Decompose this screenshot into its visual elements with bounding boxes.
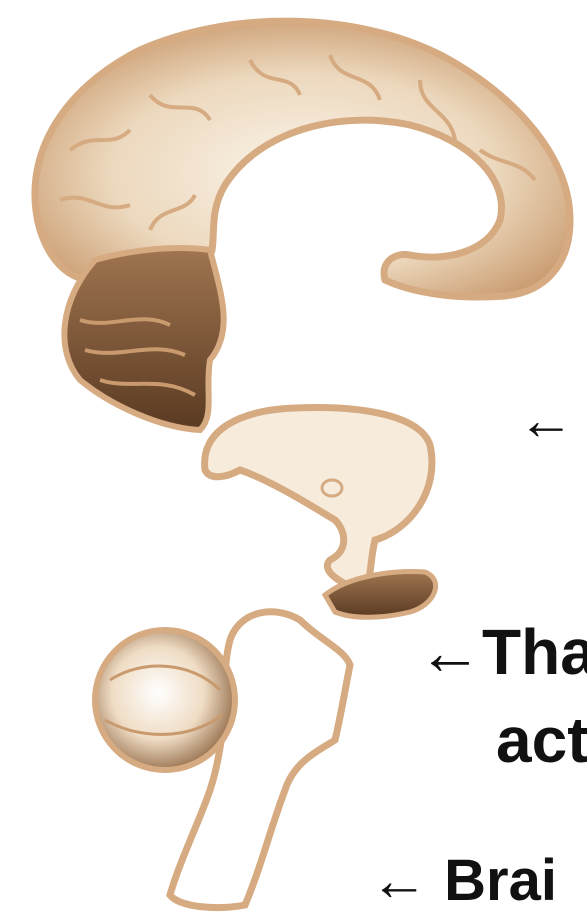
thalamus-label: ←Tha	[418, 620, 587, 684]
brainstem-label: ← Brai	[370, 852, 557, 910]
limbic-arrow-label: ←	[518, 392, 574, 448]
occipital-region	[64, 248, 223, 430]
thalamus-label-line2: act	[496, 708, 587, 772]
cerebellum	[95, 630, 235, 770]
limbic-structure	[205, 407, 436, 617]
